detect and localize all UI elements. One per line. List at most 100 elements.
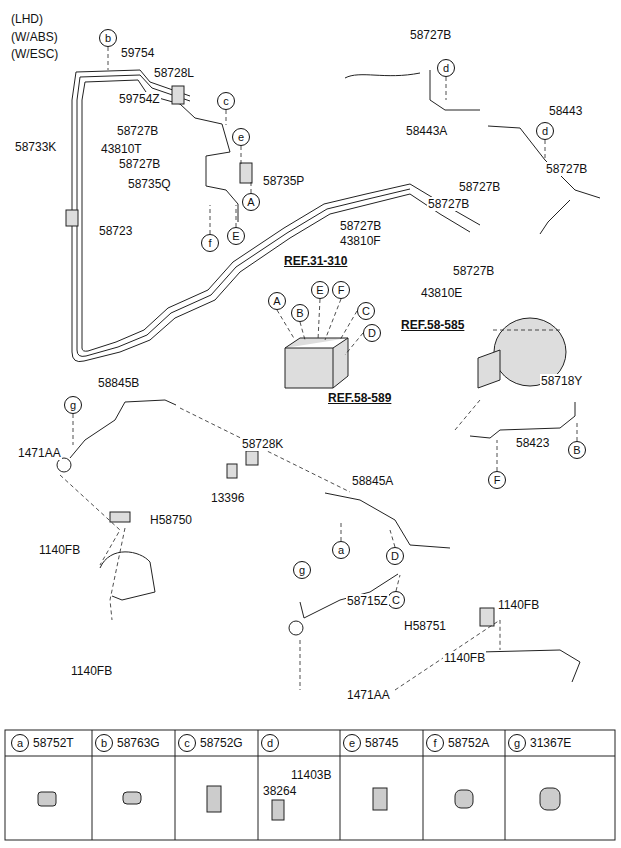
circle-letter: d <box>542 126 548 137</box>
abs-module <box>285 338 348 388</box>
circle-letter: f <box>433 738 436 749</box>
leader <box>277 299 363 355</box>
part-number: (W/ABS) <box>10 30 59 44</box>
callout-circle: C <box>357 302 375 320</box>
part-number: 38264 <box>262 784 297 798</box>
callout-circle: f <box>426 734 444 752</box>
circle-letter: b <box>101 738 107 749</box>
callout-circle: e <box>343 734 361 752</box>
circle-letter: F <box>338 285 345 296</box>
leader <box>60 330 560 690</box>
components <box>66 86 566 626</box>
part-number: 43810F <box>339 234 382 248</box>
callout-circle: c <box>178 734 196 752</box>
leader <box>73 414 577 591</box>
part-number: H58750 <box>149 513 193 527</box>
clip-icon <box>207 786 221 812</box>
part-number: 1140FB <box>38 543 81 557</box>
callout-circle: A <box>268 292 286 310</box>
rear-hoses <box>100 552 580 682</box>
part-number: 58735Q <box>127 177 172 191</box>
part-number: 58727B <box>427 197 470 211</box>
part-number: 58423 <box>515 436 550 450</box>
circle-letter: a <box>17 738 23 749</box>
part-number: 58845B <box>97 376 140 390</box>
callout-circle: g <box>293 561 311 579</box>
circle-letter: a <box>338 545 344 556</box>
part-number: 58727B <box>118 157 161 171</box>
part-number: 58715Z <box>346 594 389 608</box>
main-pipe <box>72 100 410 362</box>
circle-letter: A <box>273 296 280 307</box>
bracket <box>110 512 130 522</box>
part-number: 58752G <box>199 736 244 750</box>
part-number: 58727B <box>409 28 452 42</box>
part-number: 58723 <box>98 224 133 238</box>
callout-circle: d <box>437 59 455 77</box>
callout-circle: F <box>332 281 350 299</box>
table-frame <box>5 730 615 840</box>
part-number: 58727B <box>339 219 382 233</box>
clip-icon <box>373 788 387 810</box>
callout-circle: D <box>363 324 381 342</box>
grommet <box>227 464 237 478</box>
callout-circle: b <box>95 734 113 752</box>
booster-pipe <box>470 402 575 438</box>
clip-icon <box>455 790 473 808</box>
upper-pipes <box>72 70 238 222</box>
circle-letter: g <box>70 400 76 411</box>
part-number: 58727B <box>458 180 501 194</box>
circle-letter: f <box>208 238 211 249</box>
circle-letter: d <box>443 63 449 74</box>
part-number: 58752T <box>32 736 75 750</box>
bracket <box>246 451 258 465</box>
part-number: 58718Y <box>540 374 583 388</box>
callout-circle: d <box>261 734 279 752</box>
callout-circle: d <box>536 122 554 140</box>
circle-letter: E <box>232 231 239 242</box>
circle-letter: B <box>573 445 580 456</box>
circle-letter: C <box>392 595 400 606</box>
master-cylinder <box>478 350 500 388</box>
bracket <box>480 608 494 626</box>
circle-letter: d <box>267 738 273 749</box>
bracket <box>240 163 252 183</box>
circle-letter: b <box>105 33 111 44</box>
part-number: 58727B <box>452 264 495 278</box>
callout-circle: F <box>488 471 506 489</box>
part-number: 58727B <box>545 162 588 176</box>
part-number: (W/ESC) <box>10 47 59 61</box>
callout-circle: f <box>201 234 219 252</box>
circle-letter: D <box>368 328 376 339</box>
circle-letter: c <box>184 738 190 749</box>
reference-label: REF.58-585 <box>400 318 465 332</box>
part-number: 1140FB <box>497 598 540 612</box>
part-number: 13396 <box>210 491 245 505</box>
circle-letter: g <box>514 738 520 749</box>
table-grid <box>5 730 615 840</box>
pipe-coil <box>57 458 71 472</box>
callout-circle: A <box>242 193 260 211</box>
part-number: 58443A <box>405 124 448 138</box>
part-number: 31367E <box>529 736 572 750</box>
right-pipes <box>345 70 600 234</box>
brake-pipes <box>57 70 600 682</box>
callout-circle: E <box>311 281 329 299</box>
part-number: 1140FB <box>70 664 113 678</box>
part-number: 59754Z <box>118 92 161 106</box>
part-number: 58733K <box>14 140 57 154</box>
callout-circle: B <box>291 304 309 322</box>
clip-icon <box>272 800 284 820</box>
part-number: H58751 <box>403 619 447 633</box>
circle-letter: e <box>238 132 244 143</box>
part-number: 43810T <box>100 142 143 156</box>
bracket <box>172 86 184 104</box>
part-number: 43810E <box>420 286 463 300</box>
part-number: 58728L <box>153 66 195 80</box>
callout-circle: C <box>387 591 405 609</box>
reference-label: REF.31-310 <box>283 254 348 268</box>
callout-circle: b <box>99 29 117 47</box>
part-number: 58745 <box>364 736 399 750</box>
callout-circle: g <box>64 396 82 414</box>
